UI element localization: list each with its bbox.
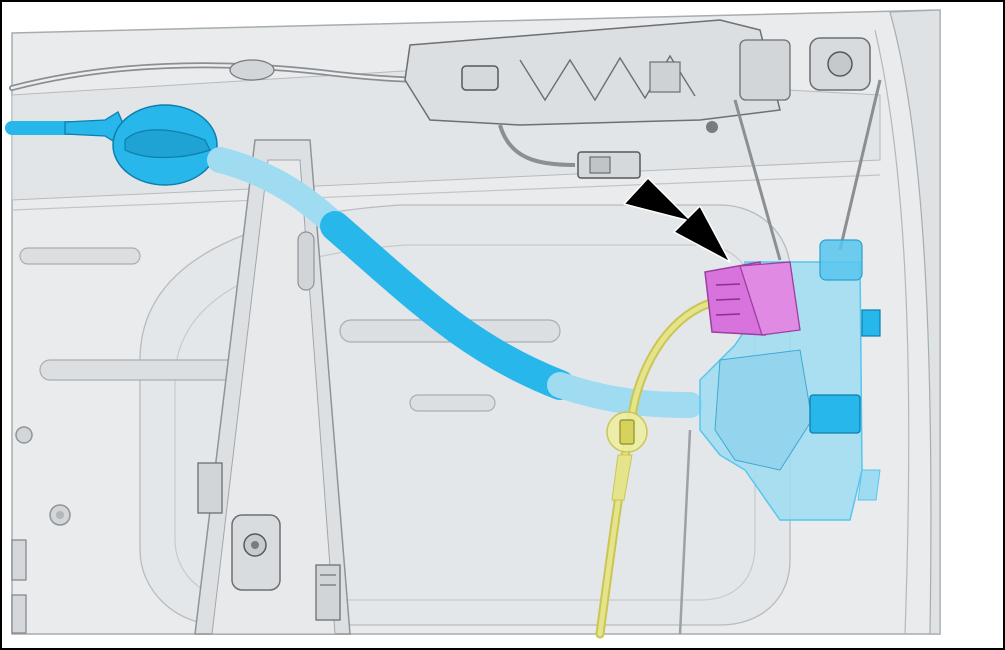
connector-rib-3 (715, 313, 741, 316)
rail-clip-2 (315, 564, 341, 621)
cable-conduit-end (547, 372, 703, 418)
harness-sleeve (611, 454, 633, 501)
latch-actuator (809, 394, 861, 434)
cable-conduit (320, 211, 575, 400)
latch-connector-body (739, 261, 801, 336)
upper-reinforcement-line (11, 174, 881, 211)
cable-grommet (229, 59, 275, 81)
yellow-harness-highlight (597, 297, 733, 637)
lock-rod-1 (733, 99, 782, 261)
handle-bracket-block (649, 61, 681, 93)
slot-hole-5 (19, 247, 141, 265)
rail-slot (297, 231, 315, 291)
lock-rod-2 (838, 79, 882, 251)
slot-hole-2 (39, 359, 241, 381)
door-rear-edge-line (874, 29, 910, 635)
mount-hole-1 (15, 426, 33, 444)
wire-loop (498, 124, 576, 167)
left-clip-1 (11, 539, 27, 581)
connector-rib-2 (715, 298, 741, 301)
gray-connector-lock (589, 156, 611, 174)
door-rear-edge (889, 9, 941, 635)
handle-latch-part (739, 39, 791, 101)
bracket-hole (706, 121, 718, 133)
harness-clip (619, 419, 635, 445)
latch-top-housing (819, 239, 863, 281)
latch-tab-2 (857, 469, 881, 501)
mount-hole-3 (56, 511, 64, 519)
handle-bracket (404, 19, 781, 126)
lock-rod-3 (678, 429, 692, 635)
latch-tab (861, 309, 881, 337)
slot-hole-3 (409, 394, 496, 412)
door-latch-inner (714, 349, 813, 471)
left-clip-2 (11, 594, 27, 634)
rail-bracket-bolt-center (251, 541, 259, 549)
handle-cylinder-bolt (827, 51, 853, 77)
rail-clip-1 (197, 462, 223, 514)
arrow-pointer-icon (623, 177, 731, 263)
cable-end-plug (124, 129, 211, 159)
handle-cable-connector (461, 65, 499, 91)
connector-rib-1 (715, 283, 741, 286)
